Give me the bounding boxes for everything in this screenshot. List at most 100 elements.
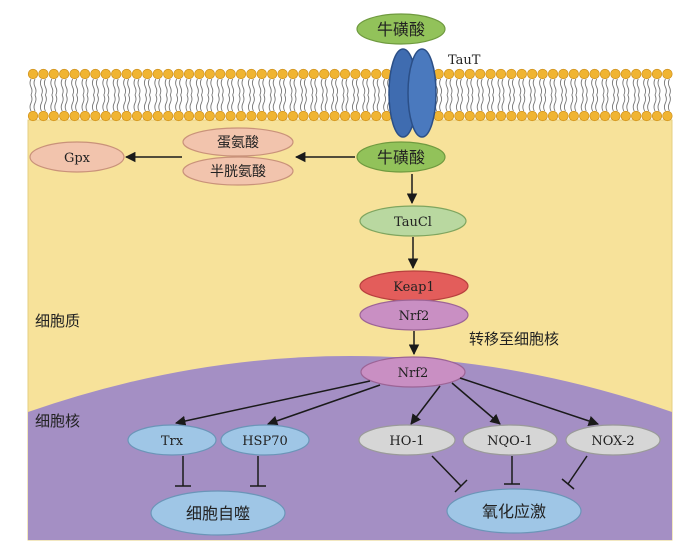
lipid-tail <box>574 94 578 112</box>
lipid-head <box>631 110 642 122</box>
lipid-head <box>38 68 49 80</box>
lipid-tail <box>43 78 47 96</box>
lipid-head <box>319 68 330 80</box>
lipid-tail <box>185 78 189 96</box>
lipid-head <box>111 68 122 80</box>
lipid-tail <box>341 94 345 112</box>
lipid-tail <box>345 94 349 112</box>
lipid-head <box>152 68 163 80</box>
lipid-head <box>38 110 49 122</box>
lipid-tail <box>154 94 158 112</box>
lipid-tail <box>657 94 661 112</box>
lipid-tail <box>210 94 214 112</box>
inhibition-lines <box>175 455 588 493</box>
lipid-tail <box>258 78 262 96</box>
lipid-tail <box>376 78 380 96</box>
lipid-head <box>610 110 621 122</box>
lipid-tail <box>314 78 318 96</box>
lipid-tail <box>636 78 640 96</box>
lipid-tail <box>491 78 495 96</box>
lipid-tail <box>262 78 266 96</box>
lipid-head <box>246 110 257 122</box>
lipid-tail <box>559 78 563 96</box>
lipid-tail <box>584 94 588 112</box>
lipid-tail <box>95 78 99 96</box>
lipid-head <box>506 68 517 80</box>
lipid-head <box>579 68 590 80</box>
lipid-tail <box>445 94 449 112</box>
lipid-head <box>495 68 507 80</box>
lipid-tail <box>543 94 547 112</box>
lipid-tail <box>154 78 158 96</box>
lipid-head <box>69 68 80 80</box>
lipid-tail <box>33 78 37 96</box>
lipid-tail <box>449 94 453 112</box>
lipid-tail <box>362 94 366 112</box>
gpx-label: Gpx <box>64 151 91 166</box>
lipid-tail <box>112 78 116 96</box>
lipid-head <box>495 110 507 122</box>
lipid-tail <box>237 94 241 112</box>
cysteine-node <box>182 156 294 186</box>
lipid-tail <box>601 78 605 96</box>
lipid-head <box>215 68 226 80</box>
lipid-head <box>641 110 652 122</box>
lipid-tail <box>258 94 262 112</box>
lipid-head <box>277 110 288 122</box>
lipid-tail <box>355 78 359 96</box>
lipid-tail <box>663 78 667 96</box>
lipid-tail <box>310 78 314 96</box>
lipid-tail <box>497 78 501 96</box>
lipid-tail <box>626 78 630 96</box>
lipid-head <box>183 68 195 80</box>
lipid-tail <box>511 94 515 112</box>
lipid-tail <box>64 94 68 112</box>
lipid-head <box>267 68 278 80</box>
lipid-tail <box>470 78 474 96</box>
lipid-tail <box>480 78 484 96</box>
lipid-tail <box>175 78 179 96</box>
lipid-head <box>121 110 132 122</box>
lipid-head <box>225 68 236 80</box>
lipid-tail <box>647 78 651 96</box>
nox2-label: NOX-2 <box>591 434 634 449</box>
translocation-label: 转移至细胞核 <box>469 330 559 348</box>
lipid-head <box>131 68 143 80</box>
lipid-head <box>111 110 122 122</box>
lipid-tail <box>216 78 220 96</box>
nrf2-cytoplasm-label: Nrf2 <box>399 309 430 324</box>
lipid-tail <box>272 78 276 96</box>
lipid-tail <box>653 78 657 96</box>
lipid-head <box>527 110 538 122</box>
lipid-tail <box>60 94 64 112</box>
taucl-node <box>359 205 467 237</box>
lipid-tail <box>491 94 495 112</box>
lipid-tail <box>50 78 54 96</box>
lipid-head <box>475 68 486 80</box>
lipid-tail <box>324 94 328 112</box>
lipid-tail <box>75 78 79 96</box>
lipid-tail <box>123 94 127 112</box>
lipid-head <box>443 68 455 80</box>
lipid-tail <box>116 78 120 96</box>
lipid-tail <box>507 94 511 112</box>
lipid-tail <box>199 78 203 96</box>
lipid-tail <box>147 78 151 96</box>
lipid-head <box>319 110 330 122</box>
taurine-extracellular-node <box>356 13 446 45</box>
nrf2-nucleus-label: Nrf2 <box>398 366 429 381</box>
lipid-tail <box>189 94 193 112</box>
ho1-label: HO-1 <box>389 434 424 449</box>
lipid-tail <box>549 94 553 112</box>
lipid-head <box>27 68 39 80</box>
lipid-tail <box>563 94 567 112</box>
lipid-tail <box>64 78 68 96</box>
lipid-tail <box>487 78 491 96</box>
lipid-head <box>599 110 611 122</box>
lipid-head <box>371 68 382 80</box>
lipid-head <box>537 68 548 80</box>
lipid-tail <box>314 94 318 112</box>
lipid-tail <box>539 94 543 112</box>
lipid-tail <box>518 94 522 112</box>
lipid-head <box>183 110 195 122</box>
